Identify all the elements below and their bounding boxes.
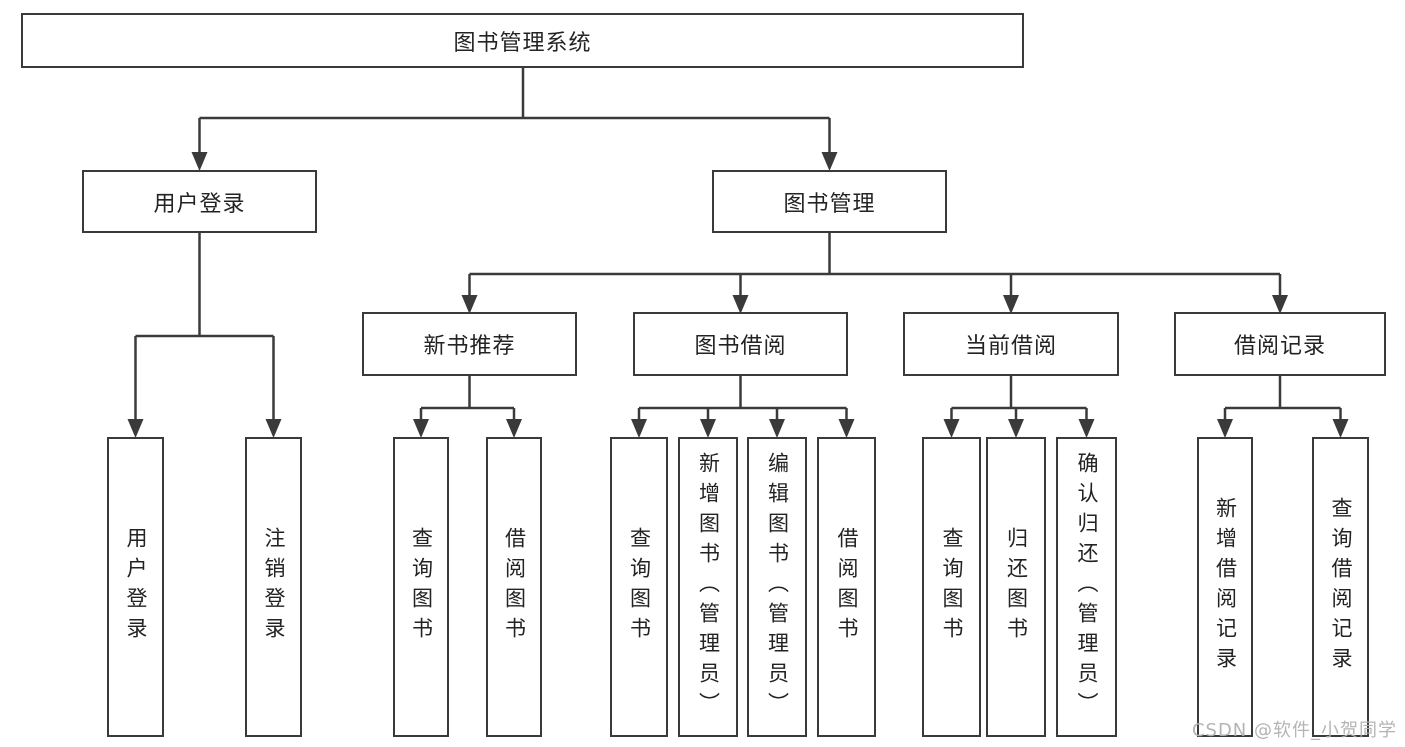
leaf-query-borrow-record-label: 查询借阅记录 xyxy=(1329,497,1353,677)
leaf-add-books-admin-label: 新增图书（管理员） xyxy=(696,452,721,722)
leaf-user-login: 用户登录 xyxy=(107,437,164,737)
leaf-borrow-books-recommend-label: 借阅图书 xyxy=(502,527,527,647)
node-book-borrow-label: 图书借阅 xyxy=(694,334,787,359)
node-book-management: 图书管理 xyxy=(712,170,947,233)
leaf-add-books-admin: 新增图书（管理员） xyxy=(678,437,738,737)
leaf-query-books-borrow-label: 查询图书 xyxy=(627,527,652,647)
node-current-borrow: 当前借阅 xyxy=(903,312,1119,376)
leaf-query-books-borrow: 查询图书 xyxy=(610,437,668,737)
node-borrow-records-label: 借阅记录 xyxy=(1233,334,1326,359)
leaf-edit-books-admin: 编辑图书（管理员） xyxy=(747,437,807,737)
node-root-system: 图书管理系统 xyxy=(21,13,1024,68)
node-new-book-recommend: 新书推荐 xyxy=(362,312,577,376)
leaf-return-books: 归还图书 xyxy=(986,437,1046,737)
leaf-user-login-label: 用户登录 xyxy=(124,527,148,647)
csdn-watermark: CSDN @软件_小贺同学 xyxy=(1191,720,1397,741)
leaf-edit-books-admin-label: 编辑图书（管理员） xyxy=(765,452,790,722)
node-user-login-label: 用户登录 xyxy=(153,191,246,217)
node-user-login: 用户登录 xyxy=(82,170,317,233)
leaf-query-books-current: 查询图书 xyxy=(922,437,981,737)
node-book-borrow: 图书借阅 xyxy=(633,312,848,376)
node-current-borrow-label: 当前借阅 xyxy=(964,334,1057,359)
leaf-query-books-recommend-label: 查询图书 xyxy=(409,527,434,647)
leaf-add-borrow-record-label: 新增借阅记录 xyxy=(1213,497,1238,677)
leaf-return-books-label: 归还图书 xyxy=(1004,527,1029,647)
leaf-borrow-books: 借阅图书 xyxy=(817,437,876,737)
leaf-query-books-current-label: 查询图书 xyxy=(940,527,964,647)
leaf-logout: 注销登录 xyxy=(245,437,302,737)
leaf-confirm-return-admin-label: 确认归还（管理员） xyxy=(1075,452,1099,722)
node-borrow-records: 借阅记录 xyxy=(1174,312,1386,376)
leaf-query-borrow-record: 查询借阅记录 xyxy=(1312,437,1369,737)
leaf-add-borrow-record: 新增借阅记录 xyxy=(1197,437,1253,737)
leaf-query-books-recommend: 查询图书 xyxy=(393,437,449,737)
leaf-logout-label: 注销登录 xyxy=(262,527,286,647)
node-book-management-label: 图书管理 xyxy=(783,191,876,217)
leaf-confirm-return-admin: 确认归还（管理员） xyxy=(1056,437,1117,737)
node-root-label: 图书管理系统 xyxy=(453,30,592,56)
node-new-book-recommend-label: 新书推荐 xyxy=(423,334,516,359)
leaf-borrow-books-recommend: 借阅图书 xyxy=(486,437,542,737)
leaf-borrow-books-label: 借阅图书 xyxy=(835,527,859,647)
